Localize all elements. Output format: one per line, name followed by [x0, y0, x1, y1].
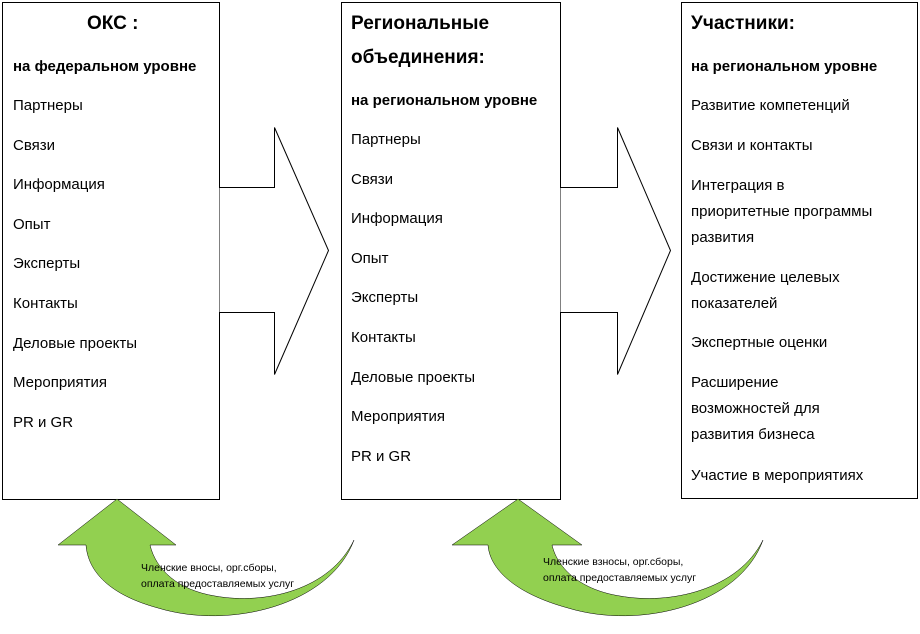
feedback-caption-left-line1: Членские вносы, орг.сборы, — [141, 562, 277, 574]
list-item-continuation: приоритетные программы — [691, 203, 873, 220]
list-item: Мероприятия — [13, 374, 108, 392]
list-item: Информация — [13, 176, 105, 194]
list-item: PR и GR — [351, 447, 412, 465]
list-item: PR и GR — [13, 413, 74, 431]
regional-title-line1: Региональные — [351, 13, 490, 34]
feedback-caption-right-line1: Членские взносы, орг.сборы, — [543, 556, 684, 568]
list-item: Эксперты — [351, 289, 419, 307]
arrow-oks-to-regional — [219, 127, 330, 375]
list-item: Опыт — [351, 249, 389, 267]
participants-title: Участники: — [691, 13, 795, 34]
list-item: Развитие компетенций — [691, 97, 850, 114]
list-item: Участие в мероприятиях — [691, 467, 864, 484]
list-item: Партнеры — [351, 131, 421, 148]
arrow-regional-to-participants — [560, 127, 672, 375]
list-item: Экспертные оценки — [691, 334, 828, 351]
list-item: Связи — [351, 170, 394, 188]
list-item-continuation: показателей — [691, 295, 778, 312]
list-item: Информация — [351, 210, 443, 228]
oks-subtitle: на федеральном уровне — [13, 58, 197, 75]
regional-title-line2: объединения: — [351, 47, 485, 68]
list-item: Деловые проекты — [13, 334, 138, 352]
box-oks — [2, 2, 220, 500]
list-item: Связи и контакты — [691, 137, 813, 154]
list-item: Связи — [13, 136, 56, 154]
list-item: Опыт — [13, 215, 51, 233]
regional-subtitle: на региональном уровне — [351, 92, 538, 109]
list-item: Интеграция в — [691, 177, 785, 194]
list-item: Деловые проекты — [351, 368, 476, 386]
feedback-caption-right-line2: оплата предоставляемых услуг — [543, 572, 697, 584]
list-item: Расширение — [691, 374, 779, 391]
list-item-continuation: развития бизнеса — [691, 426, 815, 443]
feedback-caption-left-line2: оплата предоставляемых услуг — [141, 578, 295, 590]
list-item: Контакты — [351, 329, 416, 346]
oks-title: ОКС : — [87, 13, 139, 34]
list-item: Мероприятия — [351, 408, 446, 426]
box-participants — [681, 2, 918, 499]
list-item: Эксперты — [13, 255, 81, 273]
list-item-continuation: возможностей для — [691, 400, 820, 417]
list-item: Контакты — [13, 295, 78, 312]
list-item: Достижение целевых — [691, 269, 840, 286]
participants-subtitle: на региональном уровне — [691, 58, 878, 75]
feedback-arrow-left — [57, 498, 355, 617]
list-item-continuation: развития — [691, 229, 755, 246]
list-item: Партнеры — [13, 97, 83, 114]
box-regional — [341, 2, 561, 500]
